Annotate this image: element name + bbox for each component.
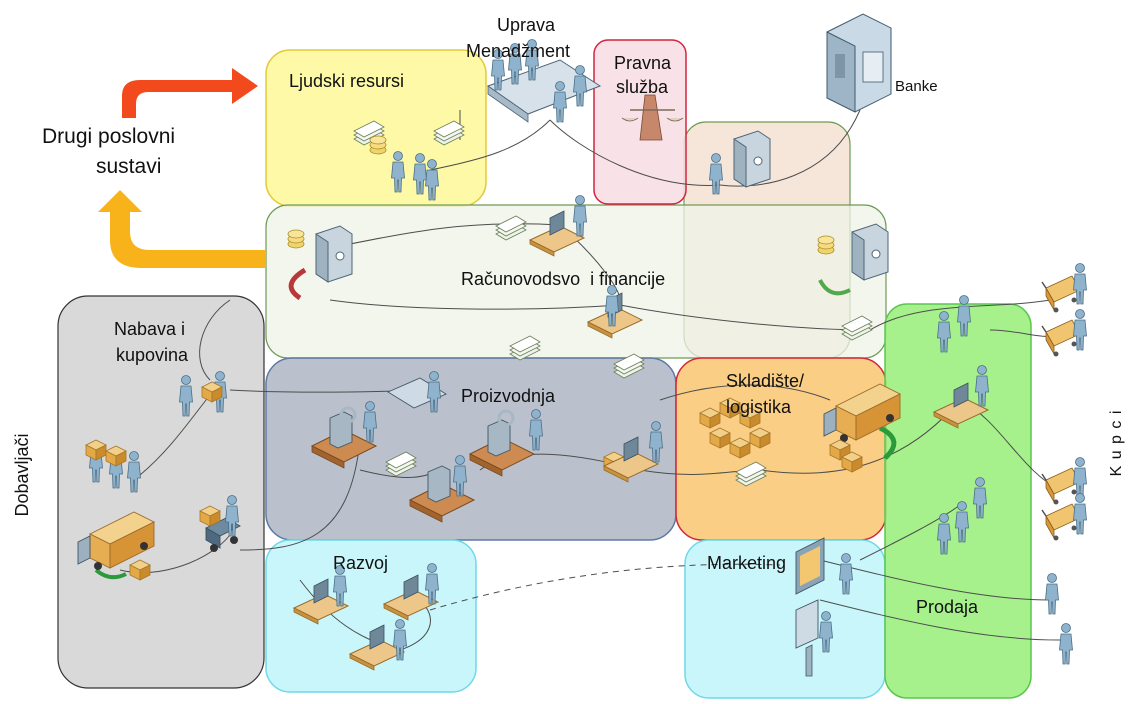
label-kupovina: kupovina	[116, 345, 189, 365]
coins-icon	[369, 135, 387, 155]
safe-icon	[851, 223, 889, 281]
label-drugi-poslovni: Drugi poslovni	[42, 125, 176, 148]
coins-icon	[817, 235, 835, 255]
connector-line	[869, 299, 1051, 331]
connector-line	[759, 399, 961, 474]
label-ljudski-resursi: Ljudski resursi	[289, 71, 405, 91]
presentation-stand-icon	[795, 599, 819, 677]
coins-icon	[287, 229, 305, 249]
green-curl-arrow-icon	[818, 279, 851, 296]
connector-line	[429, 119, 551, 171]
label-nabava: Nabava i	[114, 319, 186, 339]
person-icon	[1073, 263, 1087, 305]
safe-icon	[733, 130, 771, 188]
scales-icon	[621, 94, 684, 141]
meeting-table-icon	[486, 59, 602, 123]
bank-building-icon	[826, 13, 892, 113]
label-razvoj: Razvoj	[333, 553, 389, 573]
label-uprava: Uprava	[497, 15, 556, 35]
label-marketing: Marketing	[707, 553, 787, 573]
green-curl-arrow-icon	[94, 568, 127, 580]
label-menadzment: Menadžment	[466, 41, 571, 61]
connector-line	[429, 563, 781, 611]
arrow-to-hr	[122, 68, 258, 118]
label-prodaja: Prodaja	[916, 597, 979, 617]
region-razvoj	[265, 539, 477, 693]
label-sustavi: sustavi	[96, 155, 162, 178]
label-logistika: logistika	[726, 397, 792, 417]
region-prodaja	[884, 303, 1032, 699]
label-racunovodstvo: Računovodsvo i financije	[461, 269, 666, 289]
arrow-from-accounting	[98, 190, 265, 268]
person-icon	[553, 81, 567, 123]
connector-line	[659, 384, 831, 401]
label-skladiste: Skladište/	[726, 371, 805, 391]
connector-line	[819, 599, 1061, 641]
gear-icon	[497, 409, 515, 427]
red-curl-arrow-icon	[288, 267, 307, 301]
label-proizvodnja: Proizvodnja	[461, 386, 556, 406]
person-icon	[573, 65, 587, 107]
label-dobavljaci: Dobavljači	[12, 433, 32, 517]
connector-line	[199, 299, 231, 381]
connector-line	[859, 504, 961, 561]
billboard-icon	[795, 537, 825, 595]
person-icon	[1045, 573, 1059, 615]
safe-icon	[315, 225, 353, 283]
connector-line	[239, 439, 361, 551]
label-sluzba: služba	[616, 77, 669, 97]
green-curl-arrow-icon	[878, 425, 897, 460]
connector-line	[329, 223, 561, 249]
connector-line	[139, 394, 211, 476]
connector-line	[329, 299, 621, 310]
connector-line	[719, 109, 861, 187]
label-pravna: Pravna	[614, 53, 672, 73]
label-kupci: K u p c i	[1108, 409, 1125, 477]
region-pravna-sluzba	[593, 39, 687, 205]
label-banke: Banke	[895, 78, 938, 95]
connector-line	[549, 119, 721, 186]
gear-icon	[339, 406, 357, 424]
person-icon	[1059, 623, 1073, 665]
